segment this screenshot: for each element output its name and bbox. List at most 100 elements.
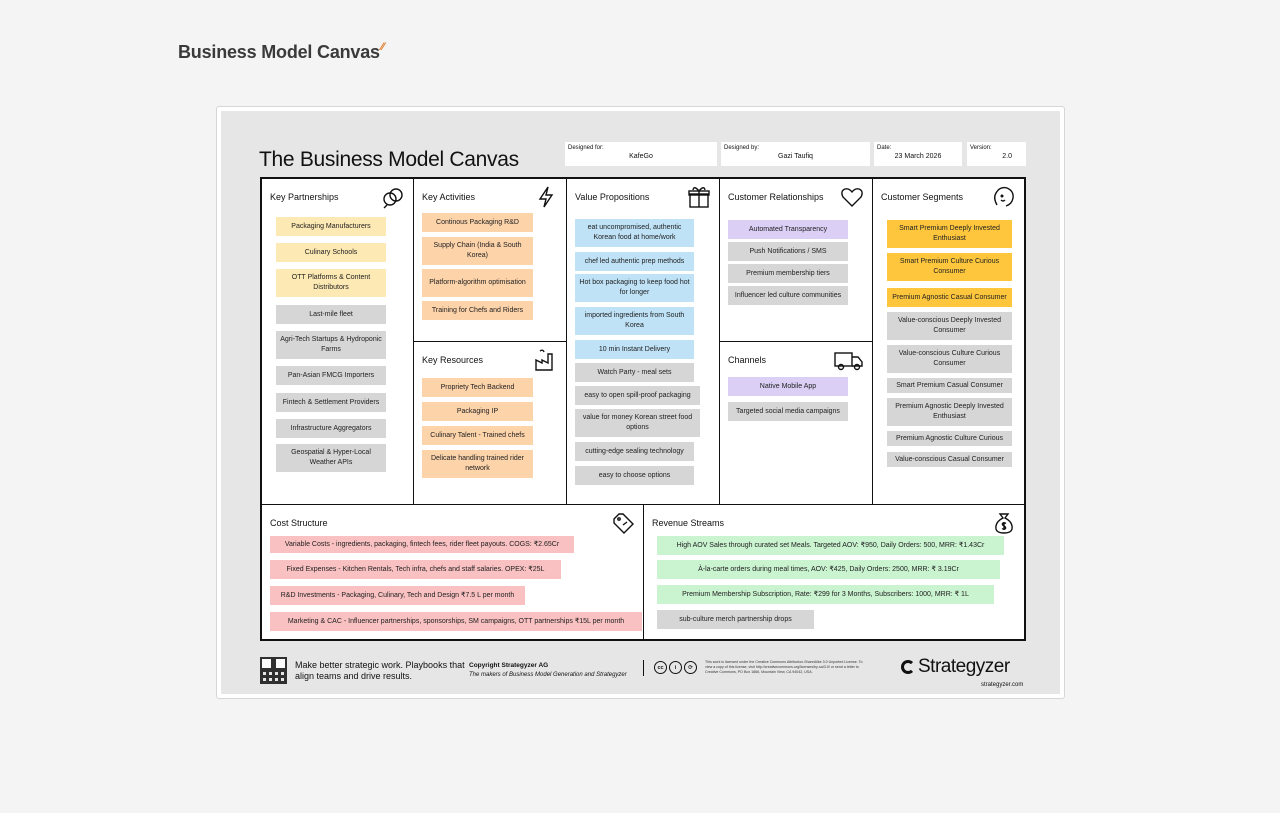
section-title: Key Resources <box>422 355 484 365</box>
cc-icon: cc <box>654 661 667 674</box>
creative-commons-badges: cc i ⟳ <box>654 661 697 674</box>
section-title: Channels <box>728 355 767 365</box>
note-card[interactable]: Targeted social media campaigns <box>728 402 848 421</box>
note-card[interactable]: R&D Investments - Packaging, Culinary, T… <box>270 586 525 605</box>
note-card[interactable]: Agri-Tech Startups & Hydroponic Farms <box>276 331 386 359</box>
note-card[interactable]: Automated Transparency <box>728 220 848 239</box>
note-card[interactable]: Culinary Schools <box>276 243 386 262</box>
note-card[interactable]: cutting-edge sealing technology <box>575 442 694 461</box>
note-card[interactable]: Last-mile fleet <box>276 305 386 324</box>
note-card[interactable]: Culinary Talent - Trained chefs <box>422 426 533 445</box>
note-card[interactable]: eat uncompromised, authentic Korean food… <box>575 219 694 247</box>
note-card[interactable]: Packaging IP <box>422 402 533 421</box>
note-card[interactable]: Hot box packaging to keep food hot for l… <box>575 274 694 302</box>
note-card[interactable]: sub-culture merch partnership drops <box>657 610 814 629</box>
section-title: Customer Segments <box>881 192 964 202</box>
lightning-icon <box>534 185 558 209</box>
version-field[interactable]: Version: 2.0 <box>967 142 1026 166</box>
date-field[interactable]: Date: 23 March 2026 <box>874 142 962 166</box>
note-card[interactable]: Pan-Asian FMCG Importers <box>276 366 386 385</box>
footer-divider <box>643 660 644 676</box>
page-brand-title: Business Model Canvas⁄⁄ <box>178 41 385 63</box>
note-card[interactable]: Marketing & CAC - Influencer partnership… <box>270 612 642 631</box>
designed-by-field[interactable]: Designed by: Gazi Taufiq <box>721 142 870 166</box>
canvas-frame: The Business Model Canvas Designed for: … <box>216 106 1065 699</box>
section-cost-structure: Cost Structure Variable Costs - ingredie… <box>262 505 644 639</box>
face-icon <box>992 185 1016 209</box>
note-card[interactable]: imported ingredients from South Korea <box>575 307 694 335</box>
copyright-title: Copyright Strategyzer AG <box>469 662 549 669</box>
section-title: Value Propositions <box>575 192 650 202</box>
note-card[interactable]: OTT Platforms & Content Distributors <box>276 269 386 297</box>
note-card[interactable]: Platform-algorithm optimisation <box>422 269 533 297</box>
strategyzer-mark-icon <box>901 660 915 674</box>
section-title: Key Activities <box>422 192 476 202</box>
strategyzer-logo-text: Strategyzer <box>918 656 1010 677</box>
note-card[interactable]: Premium Agnostic Casual Consumer <box>887 288 1012 307</box>
note-card[interactable]: Geospatial & Hyper-Local Weather APIs <box>276 444 386 472</box>
note-card[interactable]: Propriety Tech Backend <box>422 378 533 397</box>
section-key-activities: Key Activities Continous Packaging R&D S… <box>414 179 567 342</box>
note-card[interactable]: Smart Premium Casual Consumer <box>887 378 1012 393</box>
gift-icon <box>687 185 711 209</box>
note-card[interactable]: À-la-carte orders during meal times, AOV… <box>657 560 1000 579</box>
section-key-resources: Key Resources Propriety Tech Backend Pac… <box>414 342 567 505</box>
qr-code-icon[interactable] <box>260 657 287 684</box>
version-label: Version: <box>970 145 992 151</box>
note-card[interactable]: Variable Costs - ingredients, packaging,… <box>270 536 574 553</box>
designed-for-value: KafeGo <box>629 153 653 160</box>
note-card[interactable]: Premium Agnostic Deeply Invested Enthusi… <box>887 398 1012 426</box>
heart-icon <box>840 185 864 209</box>
note-card[interactable]: Fintech & Settlement Providers <box>276 393 386 412</box>
note-card[interactable]: Packaging Manufacturers <box>276 217 386 236</box>
note-card[interactable]: value for money Korean street food optio… <box>575 409 700 437</box>
note-card[interactable]: easy to choose options <box>575 466 694 485</box>
section-title: Customer Relationships <box>728 192 824 202</box>
note-card[interactable]: Smart Premium Culture Curious Consumer <box>887 253 1012 281</box>
price-tag-icon <box>611 511 635 535</box>
note-card[interactable]: Influencer led culture communities <box>728 286 848 305</box>
note-card[interactable]: Infrastructure Aggregators <box>276 419 386 438</box>
factory-icon <box>534 348 558 372</box>
section-customer-segments: Customer Segments Smart Premium Deeply I… <box>873 179 1024 505</box>
note-card[interactable]: Premium Agnostic Culture Curious <box>887 431 1012 446</box>
date-value: 23 March 2026 <box>894 153 942 160</box>
section-customer-relationships: Customer Relationships Automated Transpa… <box>720 179 873 342</box>
note-card[interactable]: Supply Chain (India & South Korea) <box>422 237 533 265</box>
note-card[interactable]: Smart Premium Deeply Invested Enthusiast <box>887 220 1012 248</box>
money-bag-icon <box>992 511 1016 535</box>
note-card[interactable]: Native Mobile App <box>728 377 848 396</box>
section-value-propositions: Value Propositions eat uncompromised, au… <box>567 179 720 505</box>
section-channels: Channels Native Mobile App Targeted soci… <box>720 342 873 505</box>
note-card[interactable]: Watch Party - meal sets <box>575 363 694 382</box>
strategyzer-logo[interactable]: Strategyzer <box>901 656 1010 678</box>
note-card[interactable]: Value-conscious Culture Curious Consumer <box>887 345 1012 373</box>
copyright-block: Copyright Strategyzer AG The makers of B… <box>469 661 627 680</box>
strategyzer-url[interactable]: strategyzer.com <box>981 682 1024 688</box>
license-text: This work is licensed under the Creative… <box>705 660 863 674</box>
note-card[interactable]: Value-conscious Casual Consumer <box>887 452 1012 467</box>
note-card[interactable]: Premium membership tiers <box>728 264 848 283</box>
note-card[interactable]: Value-conscious Deeply Invested Consumer <box>887 312 1012 340</box>
version-value: 2.0 <box>1002 153 1012 160</box>
section-title: Key Partnerships <box>270 192 339 202</box>
note-card[interactable]: Continous Packaging R&D <box>422 213 533 232</box>
canvas-footer: Make better strategic work. Playbooks th… <box>221 651 1060 694</box>
note-card[interactable]: Delicate handling trained rider network <box>422 450 533 478</box>
note-card[interactable]: Premium Membership Subscription, Rate: ₹… <box>657 585 994 604</box>
note-card[interactable]: easy to open spill-proof packaging <box>575 386 700 405</box>
note-card[interactable]: High AOV Sales through curated set Meals… <box>657 536 1004 555</box>
note-card[interactable]: Fixed Expenses - Kitchen Rentals, Tech i… <box>270 560 561 579</box>
note-card[interactable]: chef led authentic prep methods <box>575 252 694 271</box>
note-card[interactable]: Training for Chefs and Riders <box>422 301 533 320</box>
designed-for-field[interactable]: Designed for: KafeGo <box>565 142 717 166</box>
spark-icon: ⁄⁄ <box>380 41 385 53</box>
section-key-partnerships: Key Partnerships Packaging Manufacturers… <box>262 179 414 505</box>
designed-by-value: Gazi Taufiq <box>778 153 813 160</box>
section-revenue-streams: Revenue Streams High AOV Sales through c… <box>644 505 1024 639</box>
canvas-grid: Key Partnerships Packaging Manufacturers… <box>260 177 1026 641</box>
brand-title-text: Business Model Canvas <box>178 42 380 62</box>
note-card[interactable]: 10 min Instant Delivery <box>575 340 694 359</box>
section-title: Revenue Streams <box>652 518 725 528</box>
note-card[interactable]: Push Notifications / SMS <box>728 242 848 261</box>
